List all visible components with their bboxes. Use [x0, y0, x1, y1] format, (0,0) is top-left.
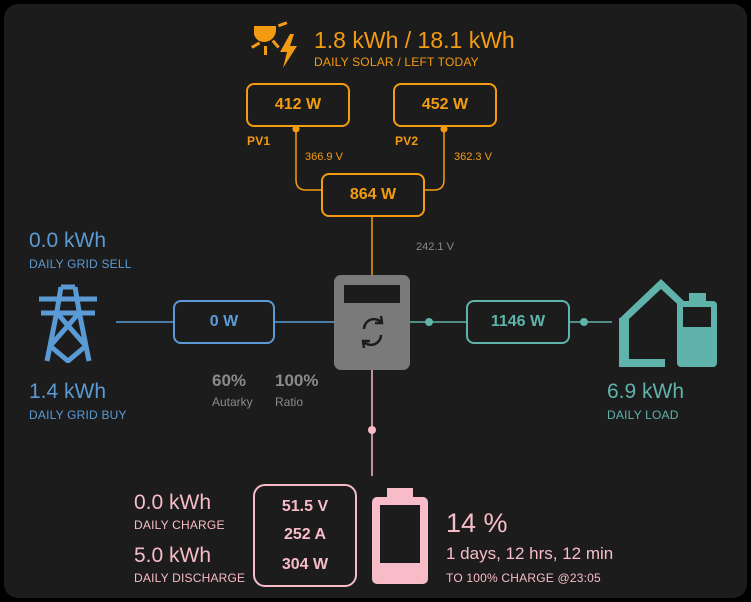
pv1-line [295, 127, 323, 191]
battery-current: 252 A [283, 526, 327, 543]
daily-load-value: 6.9 kWh [607, 380, 685, 403]
autarky-label: Autarky [212, 395, 253, 409]
grid-buy-value: 1.4 kWh [29, 380, 107, 403]
inverter-voltage: 242.1 V [416, 241, 454, 253]
daily-solar-value: 1.8 kWh / 18.1 kWh [314, 27, 515, 53]
pv2-line [424, 127, 445, 191]
battery-charge-target: TO 100% CHARGE @23:05 [446, 571, 601, 585]
home-battery-icon [615, 275, 720, 367]
pv1-label: PV1 [247, 134, 271, 148]
pv2-power-box[interactable]: 452 W [393, 83, 497, 127]
ratio-label: Ratio [275, 395, 304, 409]
autarky-value: 60% [212, 371, 247, 390]
solar-total-box[interactable]: 864 W [321, 173, 425, 217]
battery-dot [368, 426, 376, 434]
load-dot-left [425, 318, 433, 326]
battery-metrics-box[interactable]: 51.5 V 252 A 304 W [253, 484, 357, 587]
pv2-voltage: 362.3 V [454, 151, 492, 163]
daily-discharge-label: DAILY DISCHARGE [134, 571, 246, 585]
load-power-box[interactable]: 1146 W [466, 300, 570, 344]
battery-icon [370, 486, 430, 586]
daily-load-label: DAILY LOAD [607, 408, 679, 422]
daily-discharge-value: 5.0 kWh [134, 544, 212, 567]
grid-buy-label: DAILY GRID BUY [29, 408, 127, 422]
daily-charge-label: DAILY CHARGE [134, 518, 225, 532]
load-dot-right [580, 318, 588, 326]
pv1-power-box[interactable]: 412 W [246, 83, 350, 127]
transmission-tower-icon [35, 283, 101, 364]
grid-sell-value: 0.0 kWh [29, 229, 107, 252]
battery-time-remaining: 1 days, 12 hrs, 12 min [446, 544, 614, 563]
battery-soc: 14 % [446, 508, 508, 538]
pv1-dot [292, 125, 300, 133]
ratio-value: 100% [275, 371, 319, 390]
pv2-dot [440, 125, 448, 133]
battery-voltage: 51.5 V [281, 498, 329, 515]
grid-power-box[interactable]: 0 W [173, 300, 275, 344]
sun-lightning-icon [250, 20, 302, 70]
inverter-icon[interactable] [334, 275, 410, 370]
battery-power: 304 W [281, 556, 329, 573]
pv1-voltage: 366.9 V [305, 151, 343, 163]
pv2-label: PV2 [395, 134, 419, 148]
daily-solar-label: DAILY SOLAR / LEFT TODAY [314, 55, 479, 69]
grid-sell-label: DAILY GRID SELL [29, 257, 132, 271]
daily-charge-value: 0.0 kWh [134, 491, 212, 514]
